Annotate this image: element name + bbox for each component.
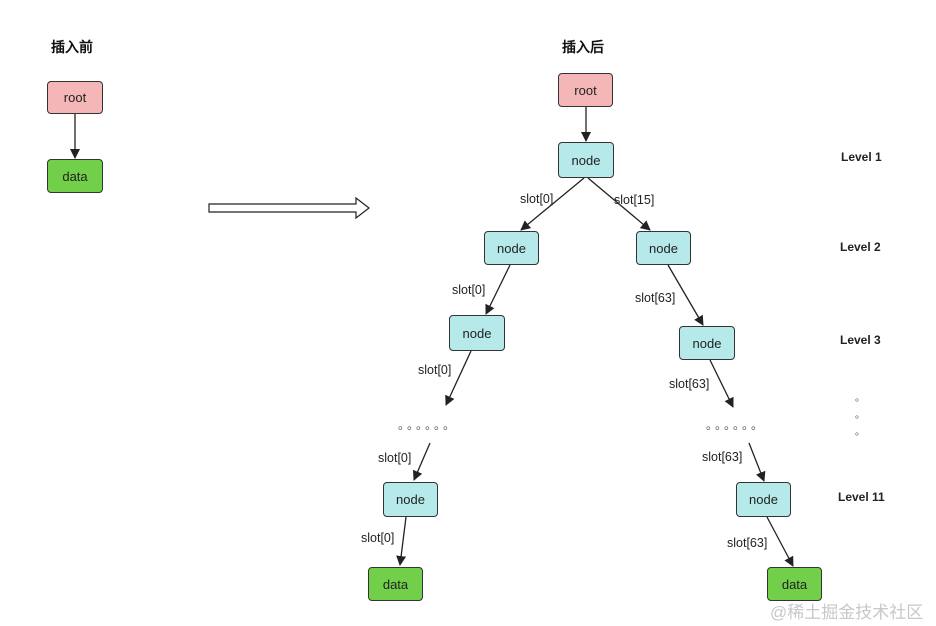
level-label-3: Level 3 bbox=[840, 333, 881, 347]
edge-l11-data-left bbox=[396, 516, 407, 566]
edge-ellipsis-l11-left bbox=[412, 442, 431, 481]
vertical-ellipsis-dot-2: 。 bbox=[855, 410, 865, 421]
edge-l11-data-right bbox=[766, 516, 794, 567]
before-data-box: data bbox=[47, 159, 103, 193]
slot-label-l2-right: slot[63] bbox=[635, 291, 676, 305]
after-title: 插入后 bbox=[562, 39, 604, 55]
data-box-right: data bbox=[767, 567, 822, 601]
edge-node1-left bbox=[520, 177, 585, 231]
edge-ellipsis-l11-right bbox=[748, 442, 766, 482]
edge-l3-ellipsis-left bbox=[445, 350, 472, 406]
after-root-box: root bbox=[558, 73, 613, 107]
slot-label-ellipsis-left: slot[0] bbox=[378, 451, 412, 465]
vertical-ellipsis-dot-3: 。 bbox=[855, 427, 865, 438]
node-level2-right: node bbox=[636, 231, 691, 265]
level-label-2: Level 2 bbox=[840, 240, 881, 254]
data-box-left: data bbox=[368, 567, 423, 601]
edge-l3-ellipsis-right bbox=[709, 359, 734, 408]
edge-l2-l3-left bbox=[485, 264, 511, 315]
level-label-1: Level 1 bbox=[841, 150, 882, 164]
slot-label-l3-left: slot[0] bbox=[418, 363, 452, 377]
slot-label-l11-left: slot[0] bbox=[361, 531, 395, 545]
watermark: @稀土掘金技术社区 bbox=[770, 603, 924, 622]
level-label-11: Level 11 bbox=[838, 490, 885, 504]
ellipsis-right: 。。。。。。 bbox=[706, 418, 767, 432]
slot-label-node1-left: slot[0] bbox=[520, 192, 554, 206]
node-level3-right: node bbox=[679, 326, 735, 360]
before-title: 插入前 bbox=[51, 39, 93, 55]
before-root-box: root bbox=[47, 81, 103, 114]
ellipsis-left: 。。。。。。 bbox=[398, 418, 459, 432]
slot-label-l3-right: slot[63] bbox=[669, 377, 710, 391]
transition-arrow-icon bbox=[208, 196, 370, 220]
edge-l2-l3-right bbox=[667, 264, 704, 326]
slot-label-ellipsis-right: slot[63] bbox=[702, 450, 743, 464]
node-level11-left: node bbox=[383, 482, 438, 517]
node-level11-right: node bbox=[736, 482, 791, 517]
slot-label-l11-right: slot[63] bbox=[727, 536, 768, 550]
vertical-ellipsis-dot-1: 。 bbox=[855, 393, 865, 404]
slot-label-l2-left: slot[0] bbox=[452, 283, 486, 297]
node-level1: node bbox=[558, 142, 614, 178]
edge-node1-right bbox=[587, 177, 651, 231]
slot-label-node1-right: slot[15] bbox=[614, 193, 655, 207]
node-level2-left: node bbox=[484, 231, 539, 265]
node-level3-left: node bbox=[449, 315, 505, 351]
